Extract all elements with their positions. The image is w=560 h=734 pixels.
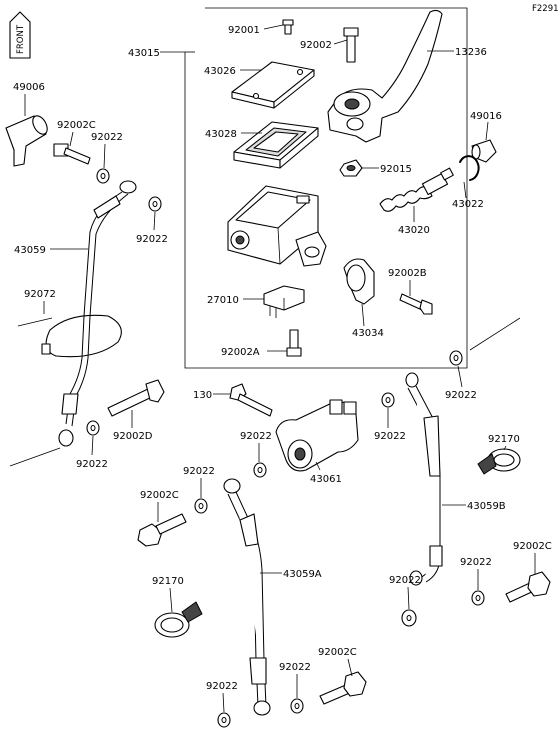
washer-92022-a xyxy=(96,168,110,184)
bolt-92002C-bottom xyxy=(319,671,367,705)
brake-hose-43059A xyxy=(223,478,271,716)
label-43034: 43034 xyxy=(352,328,384,339)
label-49006: 49006 xyxy=(13,82,45,93)
label-43022: 43022 xyxy=(452,199,484,210)
bolt-92002B xyxy=(399,293,433,315)
washer-92022-f xyxy=(449,350,463,366)
label-92072: 92072 xyxy=(24,289,56,300)
clamp-92170-a xyxy=(477,448,521,475)
label-92022-h: 92022 xyxy=(389,575,421,586)
diaphragm-43028 xyxy=(233,121,319,169)
bolt-92002C-upper xyxy=(53,143,91,165)
label-49016: 49016 xyxy=(470,111,502,122)
washer-92022-h xyxy=(401,609,417,627)
piston-assembly-43020 xyxy=(379,167,454,212)
washer-92022-i xyxy=(471,590,485,606)
washer-92022-g xyxy=(194,498,208,514)
figure-code: F2291 xyxy=(532,4,559,14)
switch-27010 xyxy=(263,285,305,318)
washer-92022-e xyxy=(381,392,395,408)
label-92022-a: 92022 xyxy=(91,132,123,143)
label-92002B: 92002B xyxy=(388,268,427,279)
screw-92001 xyxy=(282,19,294,35)
brake-lever-13236 xyxy=(327,9,443,143)
bolt-92002D xyxy=(107,379,165,417)
label-92002: 92002 xyxy=(300,40,332,51)
circlip-43022 xyxy=(459,155,480,181)
boot-49006 xyxy=(5,115,48,167)
label-43028: 43028 xyxy=(205,129,237,140)
clamp-92170-b xyxy=(154,601,203,638)
label-92002A: 92002A xyxy=(221,347,260,358)
label-92022-g: 92022 xyxy=(183,466,215,477)
bolt-92002 xyxy=(343,27,359,63)
assembly-bracket xyxy=(184,7,468,369)
label-130: 130 xyxy=(193,390,212,401)
label-92002C-bottom: 92002C xyxy=(318,647,357,658)
label-27010: 27010 xyxy=(207,295,239,306)
label-92022-d: 92022 xyxy=(240,431,272,442)
washer-92022-j xyxy=(217,712,231,728)
washer-92022-d xyxy=(253,462,267,478)
label-43026: 43026 xyxy=(204,66,236,77)
bolt-92002C-right xyxy=(505,571,551,603)
label-92002C-upper: 92002C xyxy=(57,120,96,131)
front-badge-text: FRONT xyxy=(16,24,26,54)
label-13236: 13236 xyxy=(455,47,487,58)
label-92022-i: 92022 xyxy=(460,557,492,568)
bolt-92002C-mid xyxy=(137,513,187,547)
clamp-43034 xyxy=(343,258,375,305)
label-92170-b: 92170 xyxy=(152,576,184,587)
label-92022-f: 92022 xyxy=(445,390,477,401)
label-43061: 43061 xyxy=(310,474,342,485)
label-43015: 43015 xyxy=(128,48,160,59)
junction-43061 xyxy=(275,399,359,472)
front-direction-badge: FRONT xyxy=(9,11,31,59)
label-92022-c: 92022 xyxy=(76,459,108,470)
label-92002C-mid: 92002C xyxy=(140,490,179,501)
label-92022-k: 92022 xyxy=(279,662,311,673)
master-cylinder-body xyxy=(227,185,327,267)
label-92022-j: 92022 xyxy=(206,681,238,692)
washer-92022-b xyxy=(148,196,162,212)
bolt-130 xyxy=(229,383,273,417)
boot-49016 xyxy=(471,139,497,163)
brake-hose-43059 xyxy=(58,180,137,447)
label-92001: 92001 xyxy=(228,25,260,36)
label-43059A: 43059A xyxy=(283,569,322,580)
label-92022-e: 92022 xyxy=(374,431,406,442)
label-43059: 43059 xyxy=(14,245,46,256)
label-92170-a: 92170 xyxy=(488,434,520,445)
label-92015: 92015 xyxy=(380,164,412,175)
label-92002C-right: 92002C xyxy=(513,541,552,552)
washer-92022-c xyxy=(86,420,100,436)
clip-92072 xyxy=(17,314,122,358)
reservoir-cap-43026 xyxy=(231,61,315,109)
label-92002D: 92002D xyxy=(113,431,153,442)
screw-92002A xyxy=(286,329,302,357)
label-43020: 43020 xyxy=(398,225,430,236)
nut-92015 xyxy=(339,159,363,177)
label-92022-b: 92022 xyxy=(136,234,168,245)
brake-hose-43059B xyxy=(405,372,443,586)
label-43059B: 43059B xyxy=(467,501,506,512)
washer-92022-k xyxy=(290,698,304,714)
